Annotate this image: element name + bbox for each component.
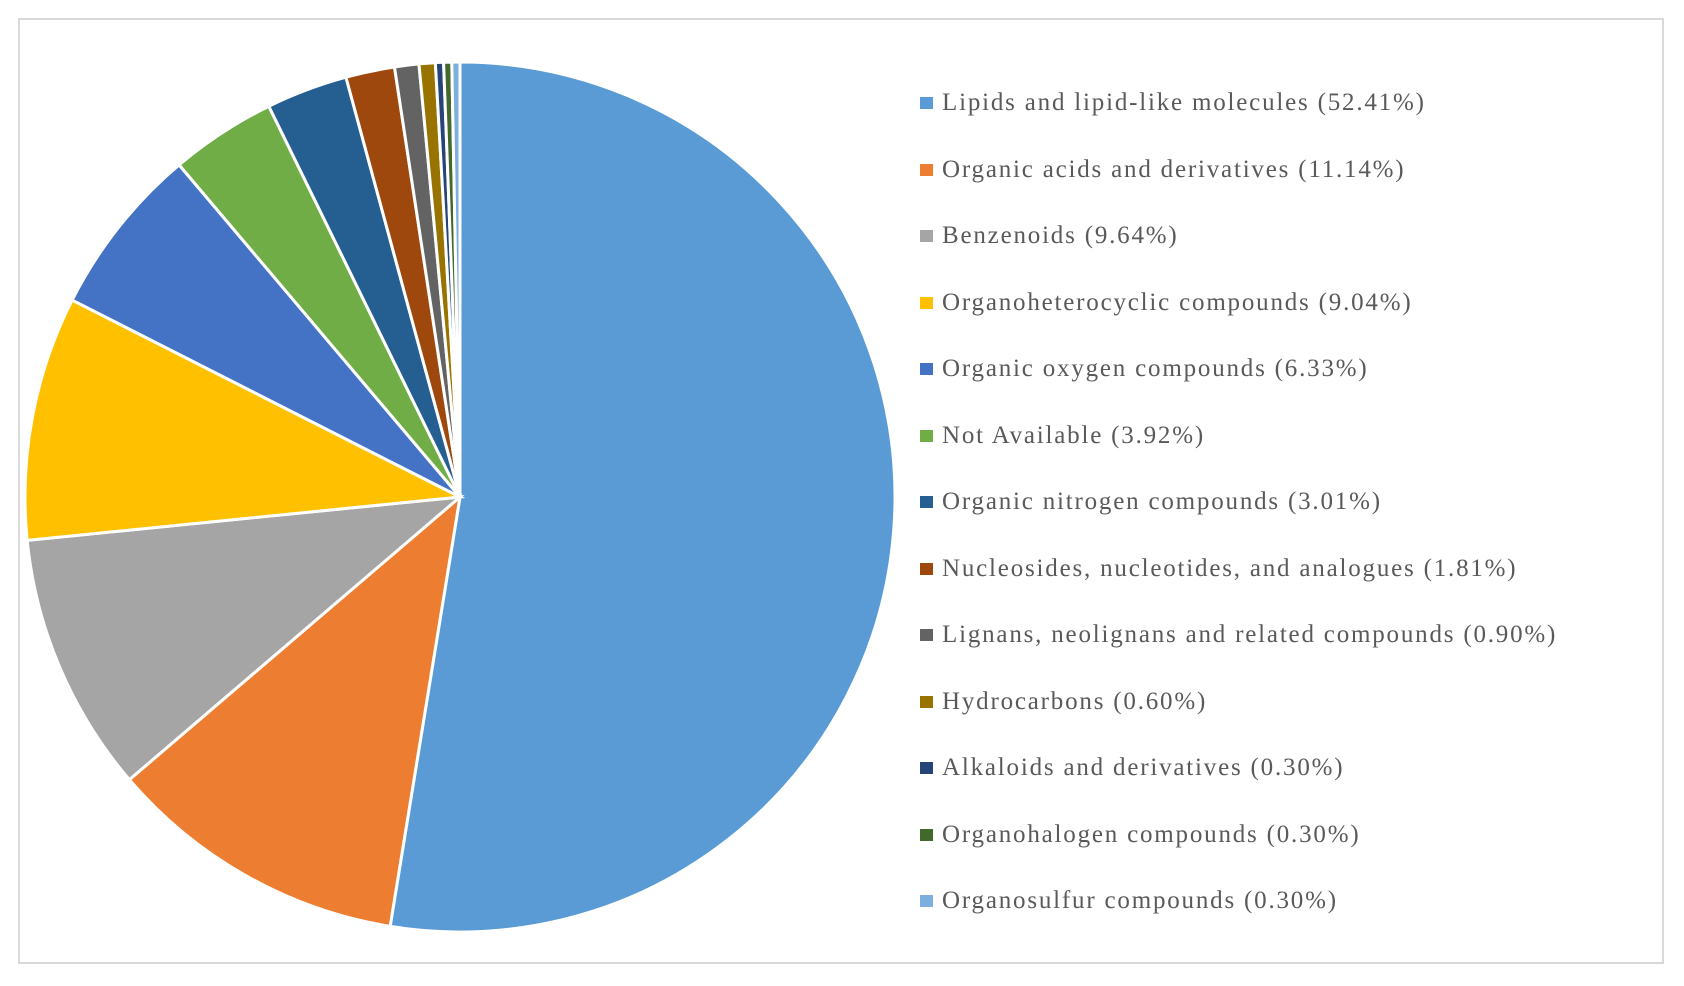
legend-swatch-icon: [920, 695, 933, 708]
legend-item: Organoheterocyclic compounds (9.04%): [920, 270, 1557, 337]
legend-label: Lipids and lipid-like molecules (52.41%): [942, 89, 1426, 117]
legend-item: Nucleosides, nucleotides, and analogues …: [920, 536, 1557, 603]
legend-label: Organoheterocyclic compounds (9.04%): [942, 288, 1413, 316]
pie-slice: [25, 495, 465, 782]
legend-item: Alkaloids and derivatives (0.30%): [920, 735, 1557, 802]
legend-label: Lignans, neolignans and related compound…: [942, 621, 1558, 649]
chart-legend: Lipids and lipid-like molecules (52.41%)…: [920, 70, 1557, 935]
legend-item: Lipids and lipid-like molecules (52.41%): [920, 70, 1557, 137]
legend-label: Organosulfur compounds (0.30%): [942, 887, 1338, 915]
legend-label: Hydrocarbons (0.60%): [942, 687, 1208, 715]
legend-item: Organic nitrogen compounds (3.01%): [920, 469, 1557, 536]
legend-swatch-icon: [920, 97, 933, 110]
legend-swatch-icon: [920, 429, 933, 442]
legend-swatch-icon: [920, 163, 933, 176]
legend-label: Organohalogen compounds (0.30%): [942, 820, 1361, 848]
pie-slice: [23, 298, 466, 543]
legend-swatch-icon: [920, 296, 933, 309]
legend-swatch-icon: [920, 629, 933, 642]
legend-item: Organosulfur compounds (0.30%): [920, 868, 1557, 935]
legend-label: Organic oxygen compounds (6.33%): [942, 355, 1369, 383]
legend-label: Alkaloids and derivatives (0.30%): [942, 754, 1345, 782]
pie-slice: [127, 493, 463, 929]
legend-label: Organic nitrogen compounds (3.01%): [942, 488, 1382, 516]
legend-swatch-icon: [920, 895, 933, 908]
legend-item: Organohalogen compounds (0.30%): [920, 802, 1557, 869]
legend-swatch-icon: [920, 762, 933, 775]
legend-item: Benzenoids (9.64%): [920, 203, 1557, 270]
legend-label: Benzenoids (9.64%): [942, 222, 1179, 250]
legend-swatch-icon: [920, 828, 933, 841]
legend-item: Organic acids and derivatives (11.14%): [920, 137, 1557, 204]
legend-label: Not Available (3.92%): [942, 421, 1205, 449]
legend-item: Hydrocarbons (0.60%): [920, 669, 1557, 736]
pie-slice: [450, 60, 462, 498]
legend-swatch-icon: [920, 496, 933, 509]
legend-item: Organic oxygen compounds (6.33%): [920, 336, 1557, 403]
legend-swatch-icon: [920, 230, 933, 243]
legend-item: Lignans, neolignans and related compound…: [920, 602, 1557, 669]
pie-slice: [70, 162, 462, 499]
legend-item: Not Available (3.92%): [920, 403, 1557, 470]
pie-slice: [388, 60, 897, 934]
legend-label: Organic acids and derivatives (11.14%): [942, 155, 1406, 183]
legend-swatch-icon: [920, 363, 933, 376]
legend-label: Nucleosides, nucleotides, and analogues …: [942, 554, 1518, 582]
legend-swatch-icon: [920, 562, 933, 575]
